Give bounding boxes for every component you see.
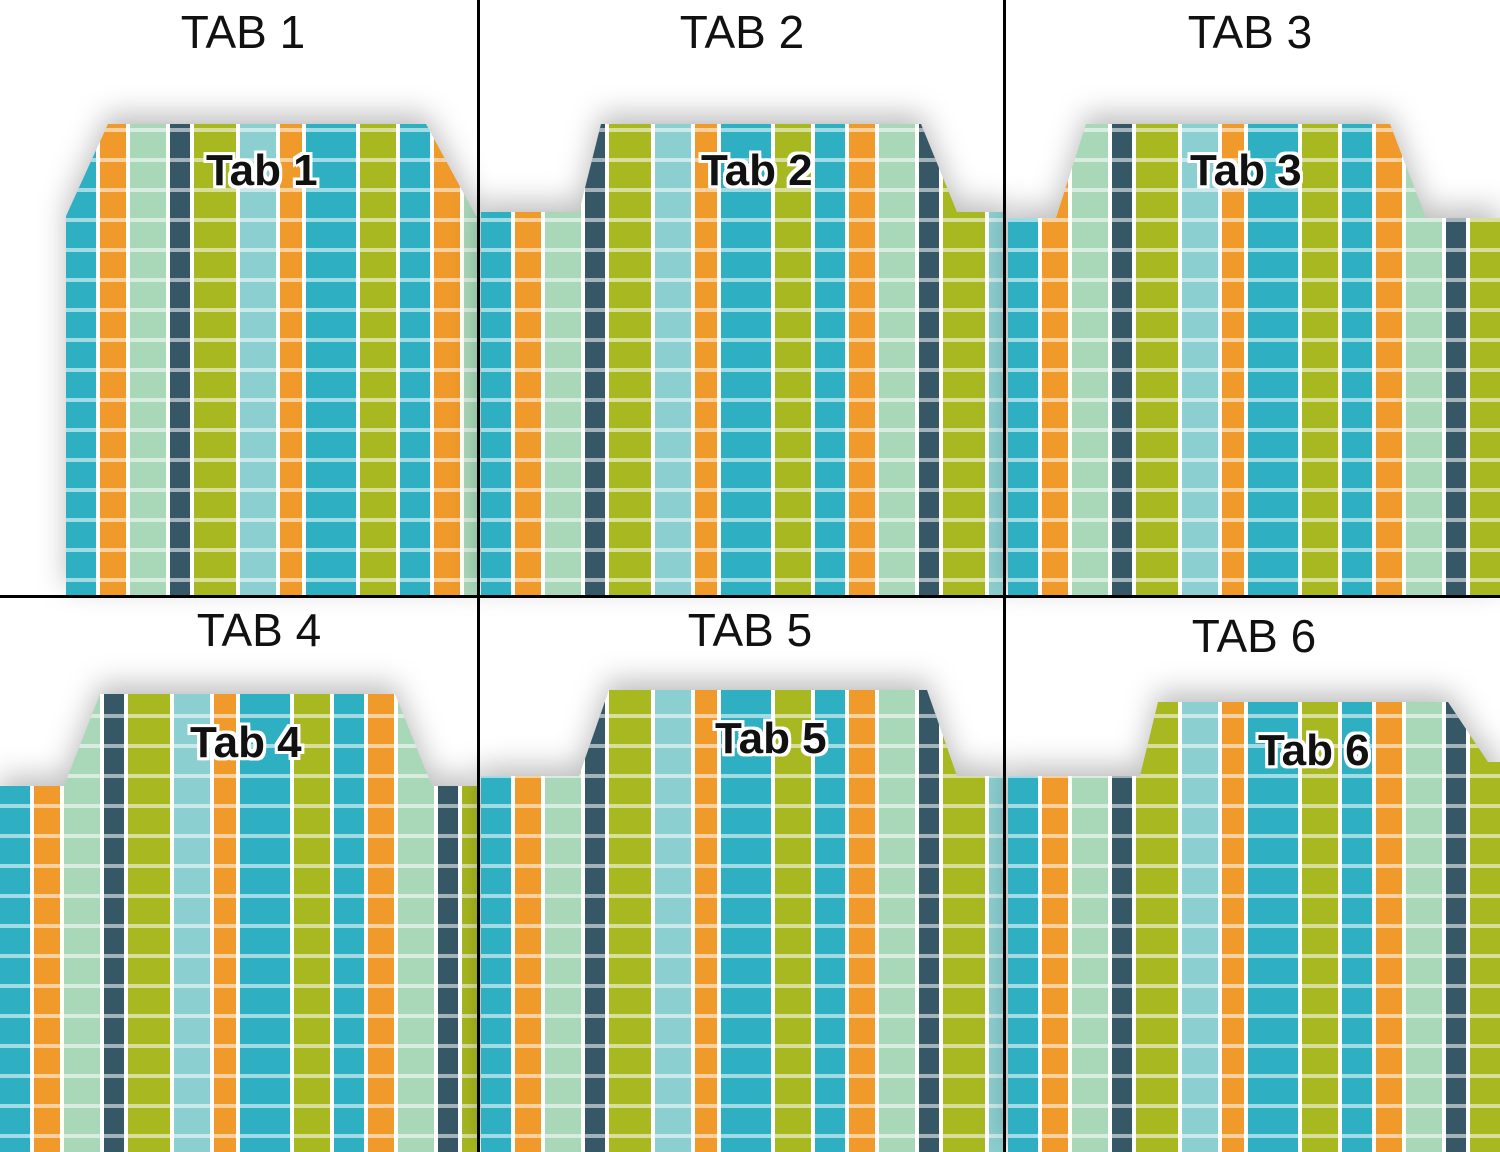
panel-title-3: TAB 3 [1187, 6, 1313, 58]
panel-title-5: TAB 5 [687, 604, 813, 656]
divider-pattern [1008, 124, 1500, 596]
divider-line [0, 595, 1500, 598]
divider-line [1003, 0, 1006, 1152]
tab-label: Tab 4 [190, 718, 302, 767]
tab-label: Tab 6 [1258, 726, 1370, 775]
panel-title-2: TAB 2 [679, 6, 805, 58]
tab-label: Tab 1 [206, 146, 318, 195]
panel-title-6: TAB 6 [1191, 610, 1317, 662]
divider-pattern [1008, 702, 1500, 1152]
divider-pattern [66, 124, 478, 596]
tab-label: Tab 3 [1190, 146, 1302, 195]
divider-pattern [0, 694, 478, 1152]
tab-divider-4: Tab 4 [0, 694, 478, 1152]
tab-label: Tab 2 [701, 146, 813, 195]
tab-divider-1: Tab 1 [66, 124, 478, 596]
tab-divider-6: Tab 6 [1008, 702, 1500, 1152]
divider-line [477, 0, 480, 1152]
tab-label: Tab 5 [715, 714, 827, 763]
tab-divider-5: Tab 5 [481, 690, 1005, 1152]
tab-divider-2: Tab 2 [481, 124, 1005, 596]
tab-divider-3: Tab 3 [1008, 124, 1500, 596]
panel-title-1: TAB 1 [180, 6, 306, 58]
panel-title-4: TAB 4 [196, 604, 322, 656]
